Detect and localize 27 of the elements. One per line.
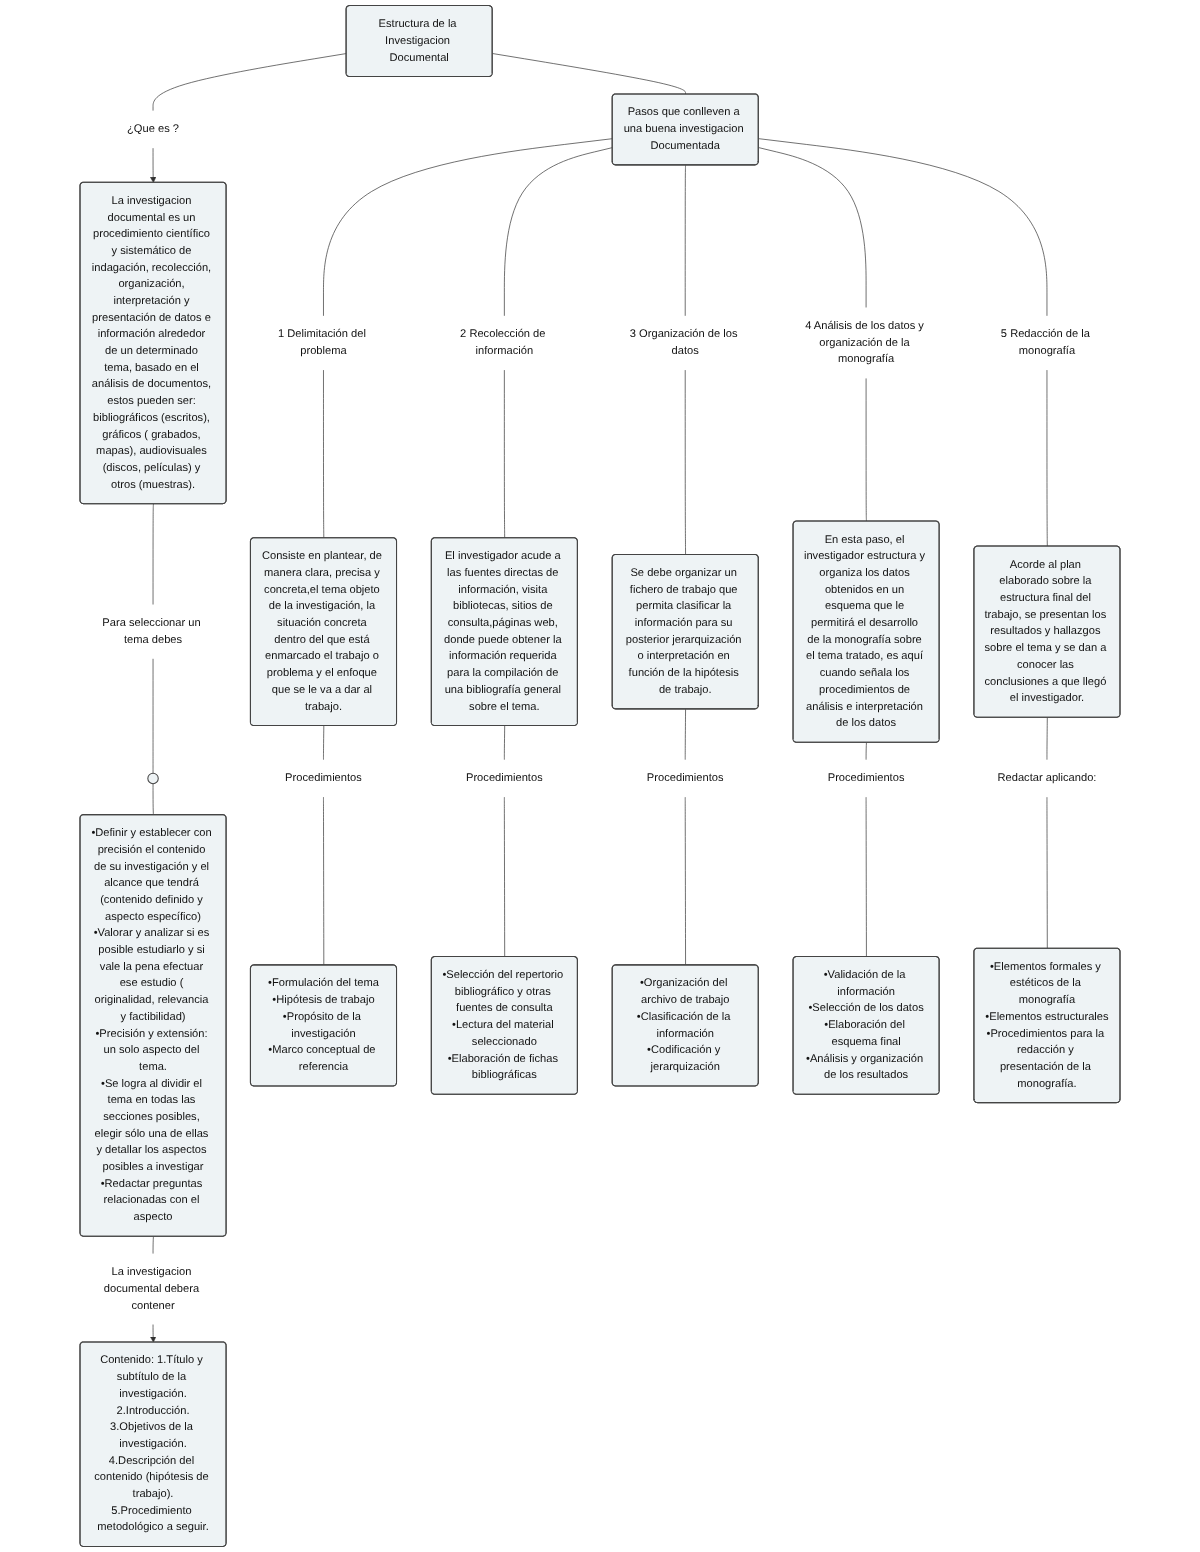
connector: [504, 369, 506, 539]
connector: [152, 658, 154, 774]
connector: [684, 369, 686, 556]
connector: [323, 796, 325, 966]
connector: [492, 53, 686, 95]
connector: [865, 378, 867, 522]
connector: [323, 725, 325, 760]
node-circle: [147, 772, 159, 785]
connector: [323, 138, 613, 317]
connector: [152, 53, 347, 111]
connector: [323, 369, 325, 539]
connector: [152, 1236, 154, 1254]
connector: [1046, 369, 1048, 547]
connector: [504, 796, 506, 958]
connector: [684, 708, 686, 760]
connector: [758, 138, 1048, 317]
connector: [152, 503, 154, 605]
connector: [152, 783, 154, 816]
connector: [1046, 717, 1048, 760]
connector: [865, 796, 867, 958]
connector: [504, 725, 506, 760]
connector: [684, 164, 686, 317]
connector: [1046, 796, 1048, 949]
connector: [504, 147, 613, 317]
connector: [684, 796, 686, 966]
connector: [865, 742, 867, 760]
connector: [758, 147, 867, 308]
